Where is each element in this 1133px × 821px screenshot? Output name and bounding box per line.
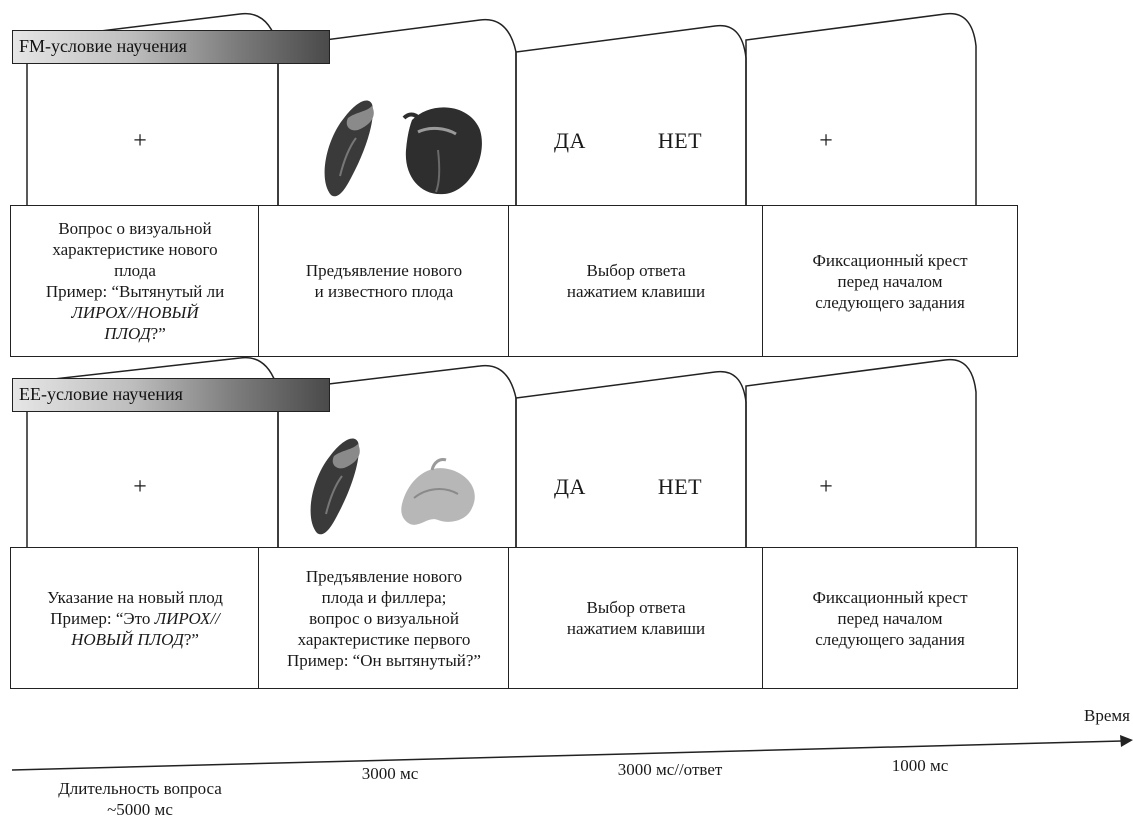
yes-option: ДА bbox=[554, 128, 586, 153]
description-response: Выбор ответа нажатием клавиши bbox=[508, 205, 764, 357]
duration-response: 3000 мс//ответ bbox=[617, 760, 723, 779]
yes-option: ДА bbox=[554, 474, 586, 499]
desc-tail: ?” bbox=[183, 629, 199, 649]
screen-frame bbox=[745, 12, 977, 205]
duration-presentation: 3000 мс bbox=[361, 764, 419, 783]
desc-line: следующего задания bbox=[815, 292, 965, 312]
screen-frame bbox=[277, 364, 517, 547]
desc-line: Пример: “Он вытянутый?” bbox=[287, 650, 481, 670]
duration-fixation: 1000 мс bbox=[891, 756, 949, 775]
no-option: НЕТ bbox=[657, 474, 703, 499]
desc-line: Фиксационный крест bbox=[812, 587, 968, 607]
duration-line: ~5000 мс bbox=[107, 800, 173, 819]
desc-line: Указание на новый плод bbox=[47, 587, 223, 607]
description-presentation: Предъявление нового и известного плода bbox=[258, 205, 510, 357]
bell-pepper-faded-icon bbox=[401, 458, 475, 525]
description-response: Выбор ответа нажатием клавиши bbox=[508, 547, 764, 689]
screen-frame bbox=[745, 358, 977, 547]
desc-line: плода и филлера; bbox=[321, 587, 447, 607]
desc-line: следующего задания bbox=[815, 629, 965, 649]
red-pepper-icon bbox=[324, 100, 374, 197]
description-presentation: Предъявление нового плода и филлера; воп… bbox=[258, 547, 510, 689]
desc-line: нажатием клавиши bbox=[566, 282, 706, 301]
time-axis-label: Время bbox=[1084, 706, 1130, 725]
description-instruction: Указание на новый плод Пример: “Это ЛИРО… bbox=[10, 547, 260, 689]
desc-italic: НОВЫЙ ПЛОД bbox=[71, 629, 184, 649]
desc-line: Вопрос о визуальной bbox=[58, 219, 212, 238]
desc-line: Выбор ответа bbox=[586, 261, 686, 280]
desc-line: плода bbox=[114, 261, 156, 280]
screen-frame bbox=[515, 370, 747, 547]
description-fixation: Фиксационный крест перед началом следующ… bbox=[762, 205, 1018, 357]
panel-title-ee: ЕЕ-условие научения bbox=[12, 378, 330, 412]
desc-line: нажатием клавиши bbox=[566, 619, 706, 638]
desc-italic: ЛИРОХ// bbox=[154, 608, 220, 628]
description-fixation: Фиксационный крест перед началом следующ… bbox=[762, 547, 1018, 689]
desc-line: Предъявление нового bbox=[305, 261, 463, 280]
desc-line: Пример: “Вытянутый ли bbox=[45, 282, 225, 301]
time-axis-arrowhead bbox=[1120, 735, 1133, 747]
description-question: Вопрос о визуальной характеристике новог… bbox=[10, 205, 260, 357]
no-option: НЕТ bbox=[657, 128, 703, 153]
desc-line: Предъявление нового bbox=[305, 566, 463, 586]
fixation-cross: + bbox=[819, 474, 833, 500]
desc-line: перед началом bbox=[837, 608, 943, 628]
desc-tail: ?” bbox=[150, 324, 166, 343]
duration-line: Длительность вопроса bbox=[58, 779, 222, 798]
desc-line: характеристике первого bbox=[297, 629, 471, 649]
fixation-cross: + bbox=[819, 128, 833, 154]
panel-title-fm: FM-условие научения bbox=[12, 30, 330, 64]
desc-italic: ПЛОД bbox=[104, 324, 151, 343]
screen-frame bbox=[277, 18, 517, 205]
desc-line: Пример: “Это bbox=[50, 608, 155, 628]
fixation-cross: + bbox=[133, 128, 147, 154]
desc-line: Фиксационный крест bbox=[812, 250, 968, 270]
screen-frame bbox=[515, 24, 747, 205]
fixation-cross: + bbox=[133, 474, 147, 500]
duration-question: Длительность вопроса ~5000 мс bbox=[20, 778, 260, 820]
bell-pepper-dark-icon bbox=[402, 107, 482, 195]
desc-line: и известного плода bbox=[314, 282, 454, 301]
time-axis-line bbox=[11, 740, 1123, 771]
desc-italic: ЛИРОХ//НОВЫЙ bbox=[71, 303, 199, 322]
desc-line: вопрос о визуальной bbox=[309, 608, 459, 628]
desc-line: Выбор ответа bbox=[586, 598, 686, 617]
desc-line: перед началом bbox=[837, 271, 943, 291]
desc-line: характеристике нового bbox=[52, 240, 218, 259]
red-pepper-icon bbox=[310, 438, 360, 535]
